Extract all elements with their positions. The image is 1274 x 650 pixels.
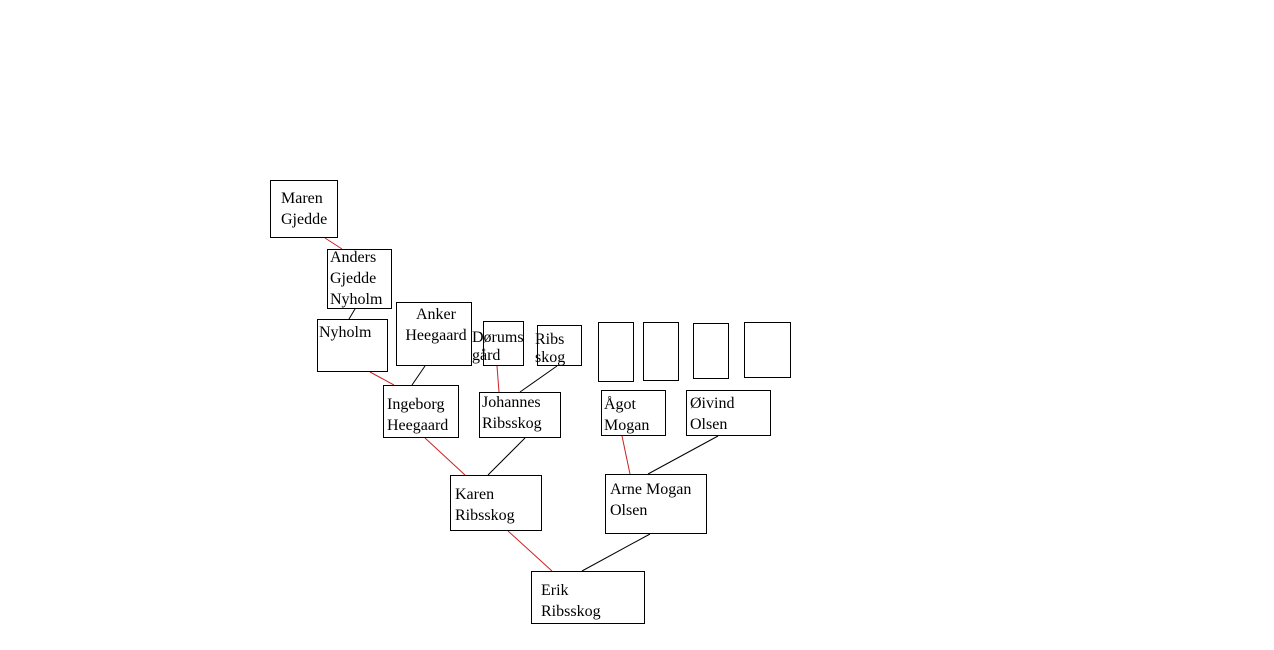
link-karen-erik [507, 530, 553, 572]
empty-box-4 [744, 322, 791, 378]
link-anders-nyholm [348, 308, 356, 320]
person-box-johannes [479, 392, 561, 438]
person-box-karen [450, 475, 542, 531]
person-name-johannes: Johannes Ribsskog [482, 394, 542, 432]
link-ingeborg-karen [424, 437, 466, 476]
person-box-anker [396, 302, 472, 366]
link-arne-erik [581, 533, 651, 572]
person-name-agot: Ågot Mogan [604, 396, 650, 434]
link-nyholm-ingeborg [369, 371, 395, 386]
person-box-oivind [686, 390, 771, 436]
person-box-nyholm [317, 319, 388, 372]
person-box-maren [270, 180, 338, 238]
person-name-nyholm: Nyholm [319, 324, 372, 341]
person-name-anker: Anker Heegaard [405, 306, 467, 344]
person-name-erik: Erik Ribsskog [541, 582, 601, 620]
link-anker-ingeborg [411, 365, 426, 386]
person-name-maren: Maren Gjedde [281, 190, 328, 228]
link-dorums-johannes [496, 365, 500, 393]
person-box-dorums [483, 321, 524, 366]
link-johannes-karen [487, 437, 526, 476]
person-box-ribs [537, 325, 582, 366]
person-box-ingeborg [383, 385, 459, 438]
link-agot-arne [621, 435, 631, 475]
person-name-karen: Karen Ribsskog [455, 486, 515, 524]
person-name-oivind: Øivind Olsen [690, 395, 735, 433]
person-box-agot [601, 390, 666, 436]
person-name-ingeborg: Ingeborg Heegaard [387, 396, 449, 434]
empty-box-2 [643, 322, 679, 381]
person-name-dorums: Dørums gård [472, 329, 524, 364]
person-name-anders: Anders Gjedde Nyholm [330, 249, 383, 308]
empty-box-1 [598, 322, 634, 382]
person-name-ribs: Ribs skog [535, 331, 566, 366]
person-name-arne: Arne Mogan Olsen [610, 481, 692, 519]
link-ribs-johannes [519, 365, 558, 393]
person-box-erik [531, 571, 645, 624]
empty-box-3 [693, 323, 729, 379]
link-maren-anders [324, 237, 343, 250]
link-oivind-arne [647, 435, 719, 475]
person-box-arne [605, 474, 707, 534]
person-box-anders [327, 249, 392, 309]
